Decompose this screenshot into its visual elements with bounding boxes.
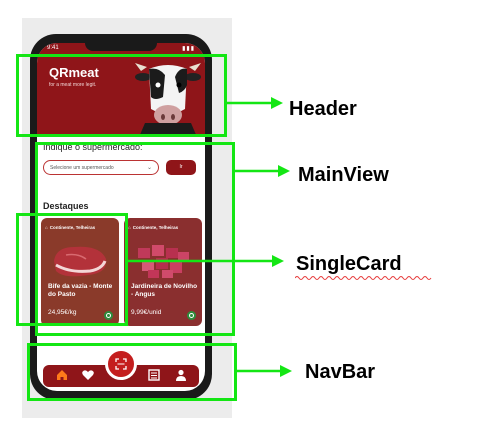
brand-title: QRmeat [49, 65, 99, 80]
steak-image-icon [54, 246, 107, 277]
mainview-label: MainView [298, 164, 389, 186]
singlecard-label: SingleCard [296, 253, 402, 275]
singlecard-arrow [126, 255, 284, 267]
navbar-arrow [236, 365, 292, 377]
card-price: 24,95€/kg [48, 309, 77, 316]
card-location-label: Continente, Telheiras [132, 225, 179, 230]
phone-notch [85, 43, 157, 51]
navbar-annotation-box [27, 343, 237, 401]
singlecard-annotation-box [16, 213, 128, 326]
card-location-label: Continente, Telheiras [49, 225, 96, 230]
card-location: ⌂Continente, Telheiras [45, 225, 95, 230]
user-icon[interactable] [174, 368, 188, 382]
product-card[interactable]: ⌂Continente, Telheiras Jardineira de Nov… [124, 218, 202, 326]
card-price: 9,99€/unid [131, 309, 162, 316]
home-icon[interactable] [55, 368, 69, 382]
go-button[interactable]: Ir [166, 160, 196, 175]
add-to-cart-button[interactable] [104, 311, 113, 320]
qr-scan-icon [115, 358, 127, 370]
card-product-name: Jardineira de Novilho - Angus [131, 283, 198, 298]
featured-heading: Destaques [43, 201, 89, 211]
heart-icon[interactable] [81, 368, 95, 382]
status-signal-icon: ▮▮▮ [182, 46, 195, 52]
navbar-label: NavBar [305, 361, 376, 383]
mainview-annotation-box [35, 142, 235, 336]
supermarket-select[interactable]: Selecione um supermercado ⌄ [43, 160, 159, 175]
mainview-arrow [234, 165, 290, 177]
card-location: ⌂Continente, Telheiras [128, 225, 178, 230]
supermarket-prompt: Indique o supermercado: [43, 142, 143, 152]
header-label: Header [289, 98, 357, 120]
store-icon: ⌂ [128, 225, 131, 230]
brand-tagline: for a meat more legit. [49, 82, 97, 88]
add-to-cart-button[interactable] [187, 311, 196, 320]
header-arrow [225, 97, 283, 109]
spellcheck-underline [295, 276, 432, 280]
select-placeholder: Selecione um supermercado [50, 165, 114, 171]
qr-scan-button[interactable] [105, 348, 137, 380]
diced-beef-image-icon [138, 245, 189, 278]
store-icon: ⌂ [45, 225, 48, 230]
product-card[interactable]: ⌂Continente, Telheiras Bife da vazia - M… [41, 218, 119, 326]
cow-illustration-icon [135, 63, 201, 137]
list-icon[interactable] [147, 368, 161, 382]
card-product-name: Bife da vazia - Monte do Pasto [48, 283, 113, 298]
header-annotation-box [16, 54, 227, 137]
status-time: 9:41 [47, 45, 59, 51]
chevron-down-icon: ⌄ [146, 165, 152, 171]
